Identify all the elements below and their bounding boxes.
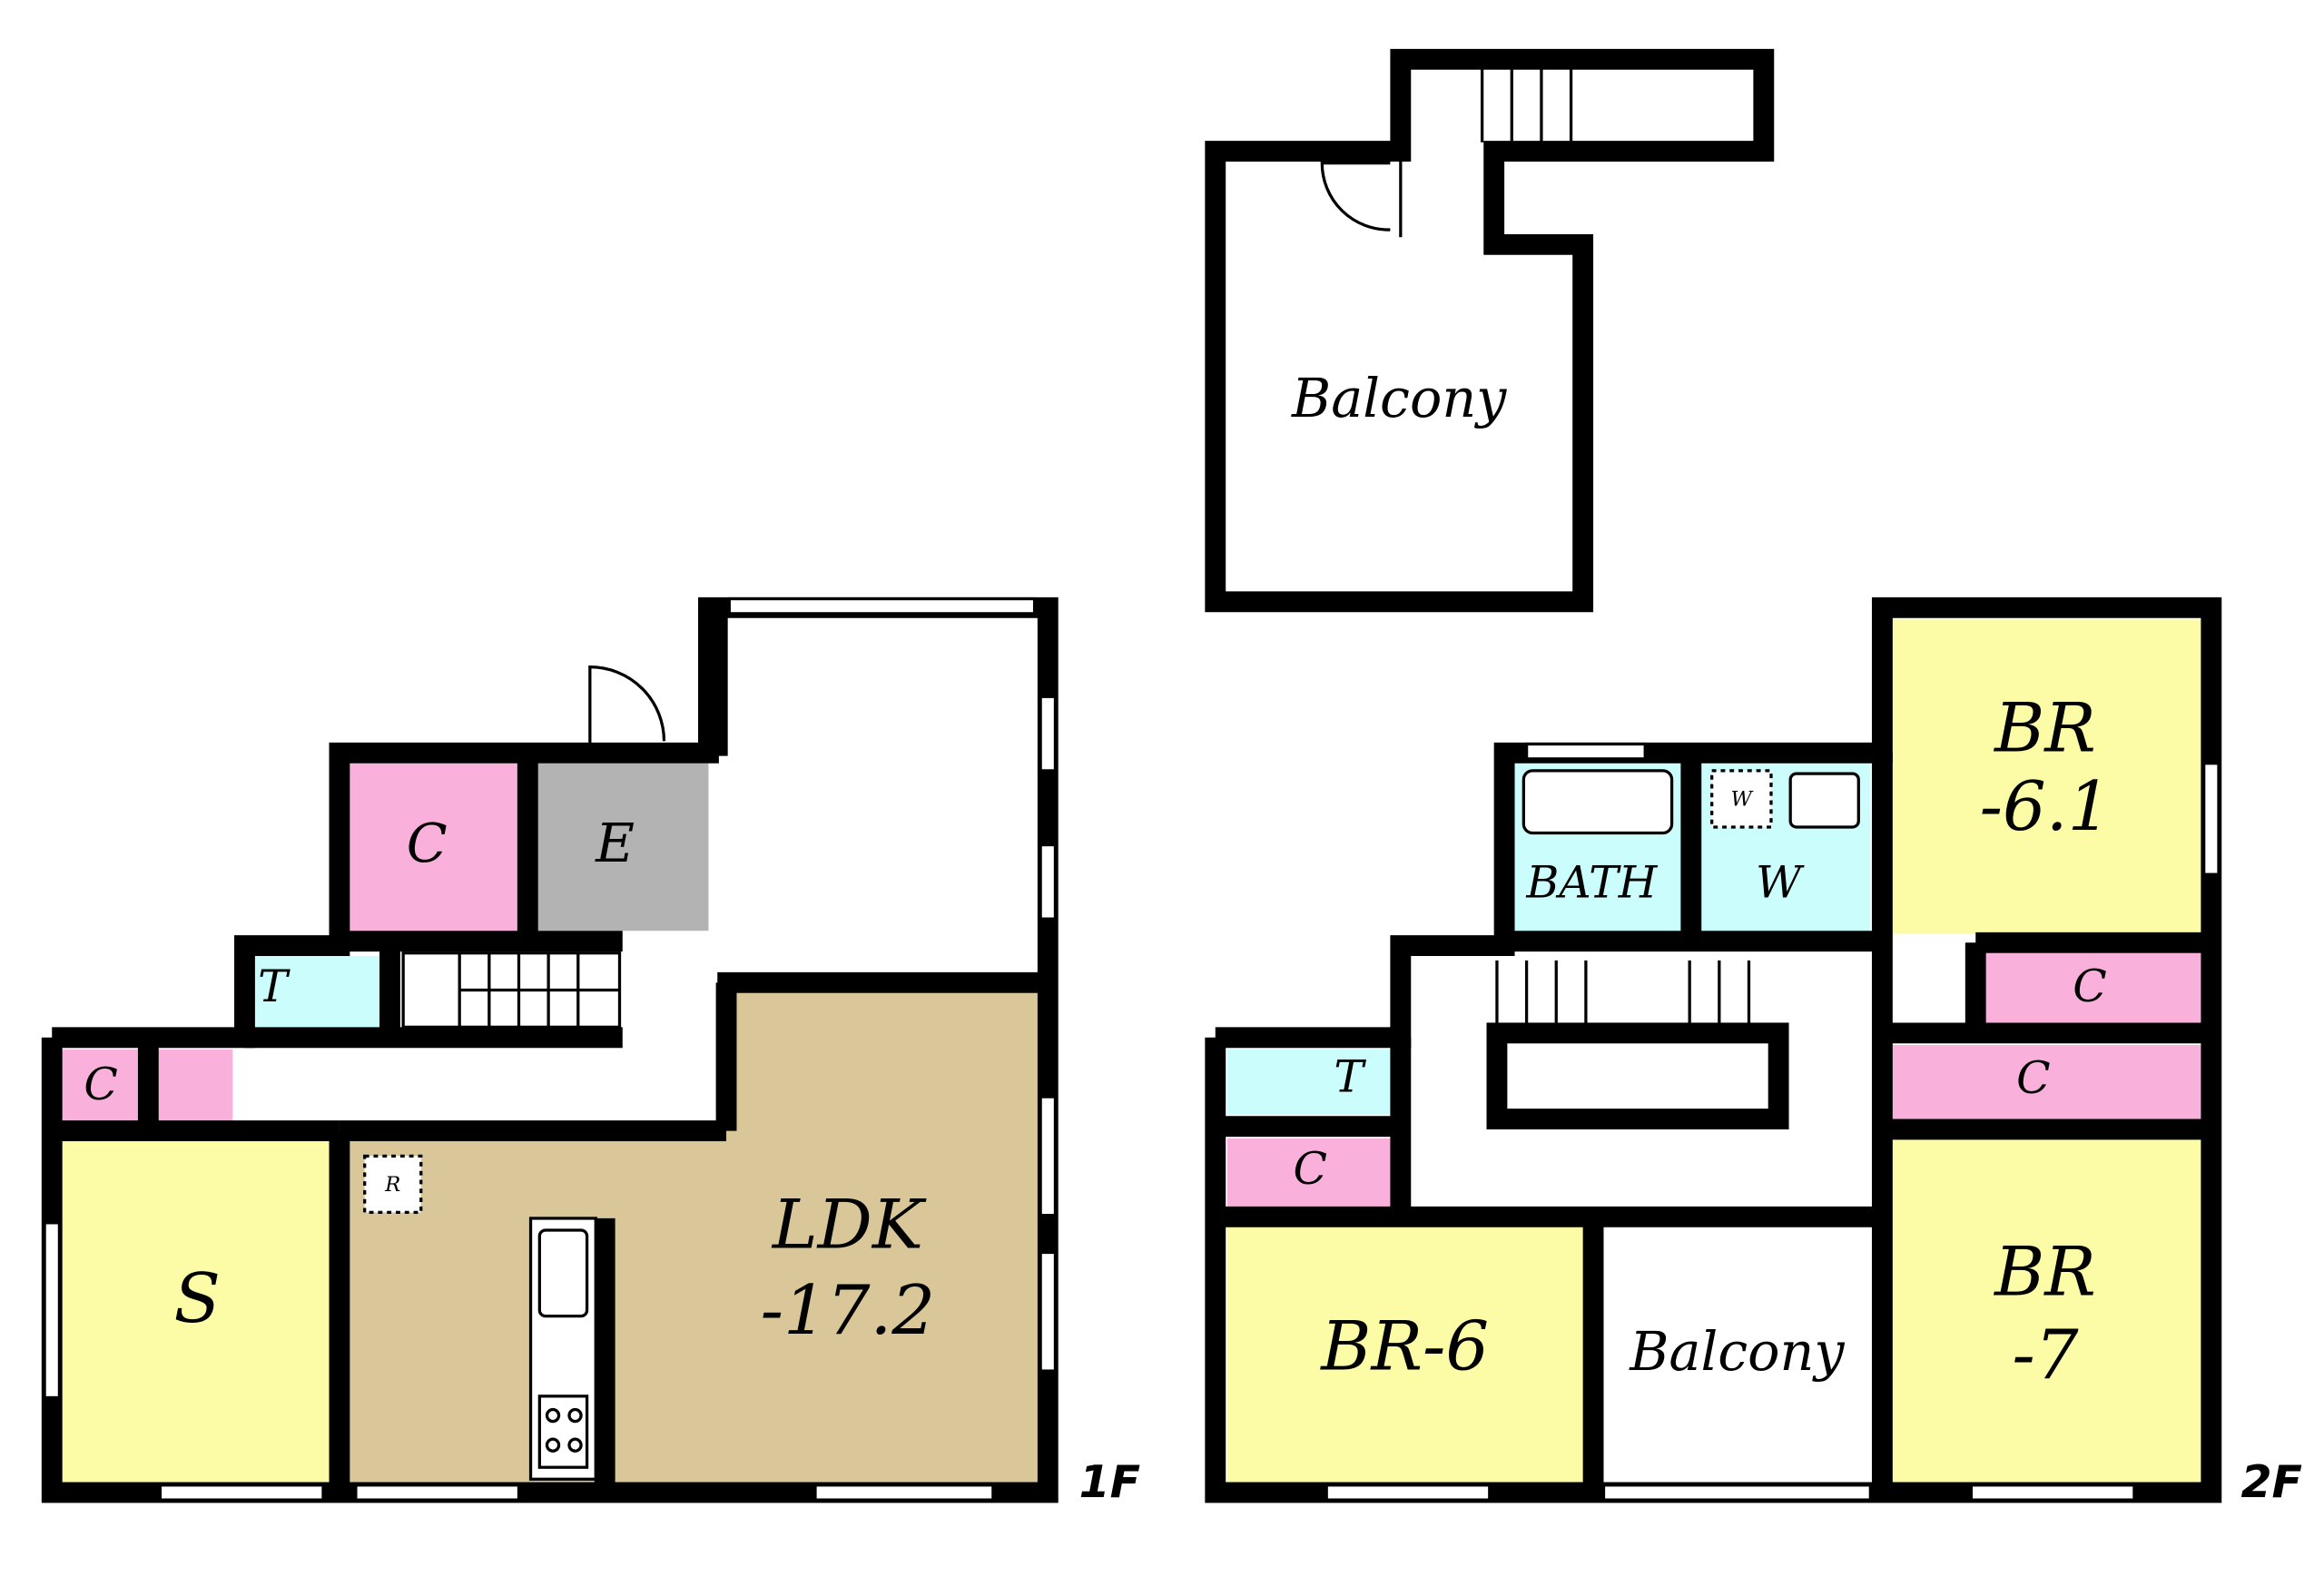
- label-bath: BATH: [1525, 857, 1658, 909]
- label-service-room: S: [174, 1258, 221, 1338]
- label-closet-upper: C: [407, 812, 448, 874]
- label-fridge: R: [384, 1173, 400, 1197]
- floor-label-2f: 2F: [2240, 1456, 2302, 1508]
- label-br1-name: BR: [1993, 688, 2096, 768]
- label-ldk-size: -17.2: [761, 1270, 936, 1350]
- room-closet-upper: [350, 763, 519, 931]
- label-closet-br2: C: [1294, 1143, 1327, 1195]
- stairs-2f: [1495, 960, 1751, 1023]
- room-closet-br1: [1985, 952, 2201, 1023]
- label-washer: W: [1731, 788, 1755, 812]
- room-closet-left-2: [158, 1049, 233, 1124]
- label-closet-br1: C: [2073, 961, 2106, 1012]
- room-toilet-1f: [254, 955, 381, 1028]
- room-ldk: [350, 992, 1038, 1483]
- stairs-balcony: [1480, 66, 1573, 143]
- entrance-door-icon: [588, 665, 666, 754]
- room-toilet-2f: [1226, 1049, 1393, 1115]
- room-entrance: [537, 763, 709, 931]
- label-washroom: W: [1756, 857, 1805, 909]
- label-balcony-bottom: Balcony: [1629, 1320, 1845, 1383]
- label-entrance: E: [595, 812, 635, 874]
- label-toilet-2f: T: [1334, 1051, 1366, 1103]
- label-br2: BR-6: [1319, 1306, 1489, 1385]
- stove-icon: [537, 1395, 589, 1469]
- label-br3-size: -7: [2012, 1315, 2078, 1395]
- room-br-7: [1892, 1138, 2201, 1483]
- floor-2: Balcony: [1205, 48, 2302, 1508]
- label-br3-name: BR: [1993, 1232, 2096, 1312]
- bathtub-icon: [1521, 769, 1674, 835]
- washer-icon: [1710, 769, 1773, 829]
- sink-2f-icon: [1788, 772, 1860, 829]
- room-closet-br3: [1892, 1044, 2201, 1119]
- label-balcony-top: Balcony: [1291, 367, 1507, 429]
- fridge-icon: [363, 1154, 423, 1215]
- room-closet-left: [62, 1049, 142, 1124]
- floor-label-1f: 1F: [1079, 1456, 1141, 1508]
- label-ldk-name: LDK: [771, 1184, 927, 1264]
- label-br1-size: -6.1: [1980, 766, 2112, 846]
- label-closet-br3: C: [2016, 1052, 2050, 1104]
- stairwell-void: [1486, 1022, 1789, 1129]
- balcony-door-icon: [1320, 161, 1391, 232]
- floor-1: C E T C S LDK -17.2 R 1F: [41, 596, 1141, 1508]
- stairs-1f: [401, 951, 622, 1029]
- room-service-s: [62, 1141, 330, 1483]
- label-toilet-1f: T: [258, 961, 290, 1012]
- room-br-6-1: [1892, 619, 2201, 934]
- room-balcony-top: [1205, 48, 1775, 613]
- room-br-6: [1226, 1227, 1583, 1483]
- room-closet-br2: [1226, 1138, 1393, 1208]
- label-closet-left: C: [84, 1059, 117, 1110]
- sink-icon: [537, 1228, 589, 1318]
